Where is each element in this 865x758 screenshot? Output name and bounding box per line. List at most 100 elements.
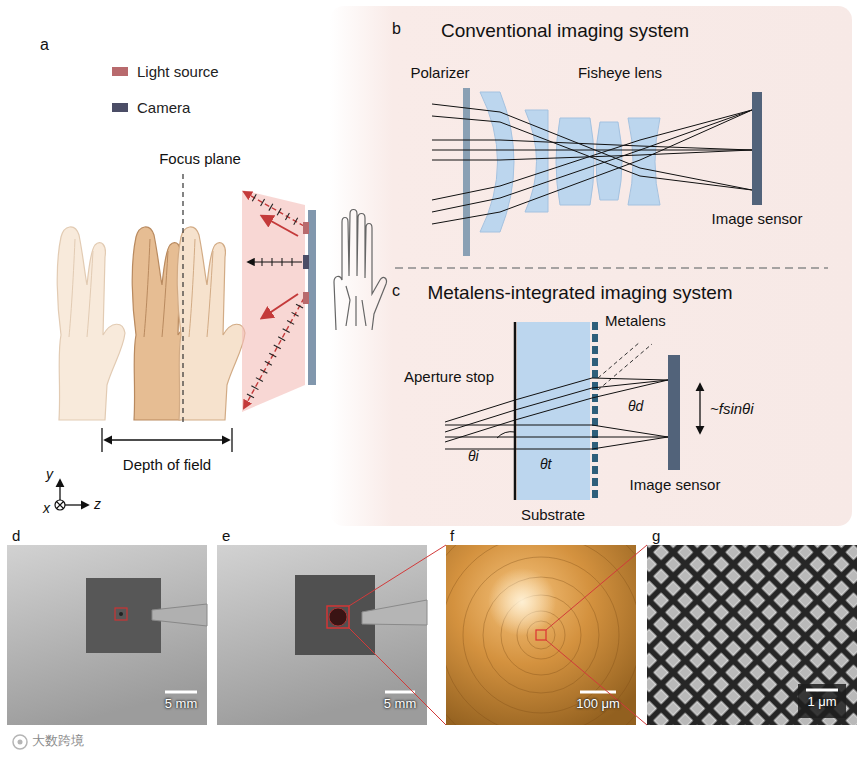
illumination-beam xyxy=(262,294,298,318)
panel-letter: a xyxy=(40,36,49,54)
photo-f xyxy=(536,630,546,640)
legend-label: Camera xyxy=(137,99,190,116)
depth-of-field-arrow xyxy=(102,428,232,452)
wavefront-tick xyxy=(269,353,276,357)
wavefront-tick xyxy=(247,394,254,398)
wavefront-tick xyxy=(287,321,294,325)
wavefront-tick xyxy=(274,345,281,349)
zoom-lines xyxy=(546,545,647,630)
watermark: 大数跨境 xyxy=(32,734,84,749)
angle-label: θd xyxy=(628,398,643,414)
metalens-system xyxy=(445,378,668,449)
device xyxy=(303,292,309,304)
axes xyxy=(55,500,65,510)
conventional-system xyxy=(432,110,752,200)
conventional-system xyxy=(752,92,762,205)
photo-d xyxy=(7,545,207,725)
hand-illustration xyxy=(57,227,125,420)
wavefront-tick xyxy=(261,258,262,266)
photo-d xyxy=(86,578,161,653)
hand-icon xyxy=(346,286,366,326)
part-label: Image sensor xyxy=(712,210,803,227)
photo-f xyxy=(446,545,636,725)
conventional-system xyxy=(480,92,514,232)
part-label: Metalens xyxy=(605,312,666,329)
hand-icon xyxy=(334,210,386,331)
conventional-system xyxy=(628,118,660,205)
wavefront-tick xyxy=(283,329,290,333)
panel-background xyxy=(330,6,852,526)
metalens-system xyxy=(598,342,640,378)
legend-swatch xyxy=(112,67,128,76)
wavefront-tick xyxy=(285,213,289,220)
wavefront-tick xyxy=(260,369,267,373)
photo-f xyxy=(446,545,636,725)
wavefront-tick xyxy=(281,258,282,266)
photo-g xyxy=(806,689,838,692)
panel-letter: c xyxy=(392,282,400,300)
zoom-lines xyxy=(546,640,647,725)
depth-of-field-arrow xyxy=(231,428,232,452)
metalens-system xyxy=(445,437,668,449)
photo-f xyxy=(446,545,636,725)
panel-separator xyxy=(395,267,828,268)
hand-illustration xyxy=(57,227,125,420)
conventional-system xyxy=(432,150,752,160)
angle-label: θi xyxy=(468,448,479,464)
photo-g xyxy=(647,545,857,725)
wavefront-tick xyxy=(261,199,265,206)
panel-background xyxy=(330,6,852,526)
zoom-lines xyxy=(349,545,647,725)
panel-letter: f xyxy=(450,527,454,544)
photo-d xyxy=(7,545,207,725)
panel-title: Metalens-integrated imaging system xyxy=(427,282,732,304)
photo-f xyxy=(446,545,636,725)
depth-of-field-arrow xyxy=(105,439,229,440)
plane-label: Focus plane xyxy=(159,150,241,167)
legend-entry: Camera xyxy=(112,99,190,116)
conventional-system xyxy=(432,104,752,190)
illumination-beam xyxy=(262,216,298,236)
conventional-system xyxy=(525,110,548,212)
photo-e xyxy=(385,691,415,694)
photo-e xyxy=(217,545,427,725)
metalens-system xyxy=(445,437,668,438)
panel-letter: e xyxy=(222,527,230,544)
illumination-beam xyxy=(244,192,304,226)
panel-title: Conventional imaging system xyxy=(441,20,689,42)
angle-label: θt xyxy=(540,456,551,472)
device xyxy=(308,210,316,385)
photo-e xyxy=(362,600,427,625)
axes xyxy=(57,502,64,509)
hand-illustration xyxy=(177,227,245,420)
photo-g xyxy=(798,684,846,718)
legend-entry: Light source xyxy=(112,63,219,80)
wavefront-tick xyxy=(292,312,299,316)
hand-illustration xyxy=(57,227,245,420)
photo-e xyxy=(327,606,349,628)
wavefront-tick xyxy=(296,304,303,308)
photo-f xyxy=(391,485,691,758)
photo-d xyxy=(119,612,123,616)
wavefront-tick xyxy=(277,208,281,215)
conventional-system xyxy=(432,88,762,256)
watermark-logo xyxy=(18,740,23,745)
metalens-system xyxy=(514,322,517,500)
device xyxy=(303,210,316,385)
wavefront-tick xyxy=(291,258,292,266)
conventional-system xyxy=(432,110,752,224)
scale-bar-label: 1 μm xyxy=(807,695,836,710)
metalens-system xyxy=(699,384,700,433)
metalens-system xyxy=(517,322,590,500)
metalens-system xyxy=(445,322,700,500)
photo-f xyxy=(463,557,619,713)
illumination-beam xyxy=(247,194,303,398)
hand-illustration xyxy=(189,239,213,337)
illumination-beam xyxy=(248,261,302,262)
device xyxy=(303,255,309,269)
axis-label: y xyxy=(46,466,53,482)
wavefront-tick xyxy=(252,194,256,201)
metalens-system xyxy=(497,432,515,438)
part-label: Polarizer xyxy=(410,64,469,81)
panel-letter: g xyxy=(652,527,660,544)
